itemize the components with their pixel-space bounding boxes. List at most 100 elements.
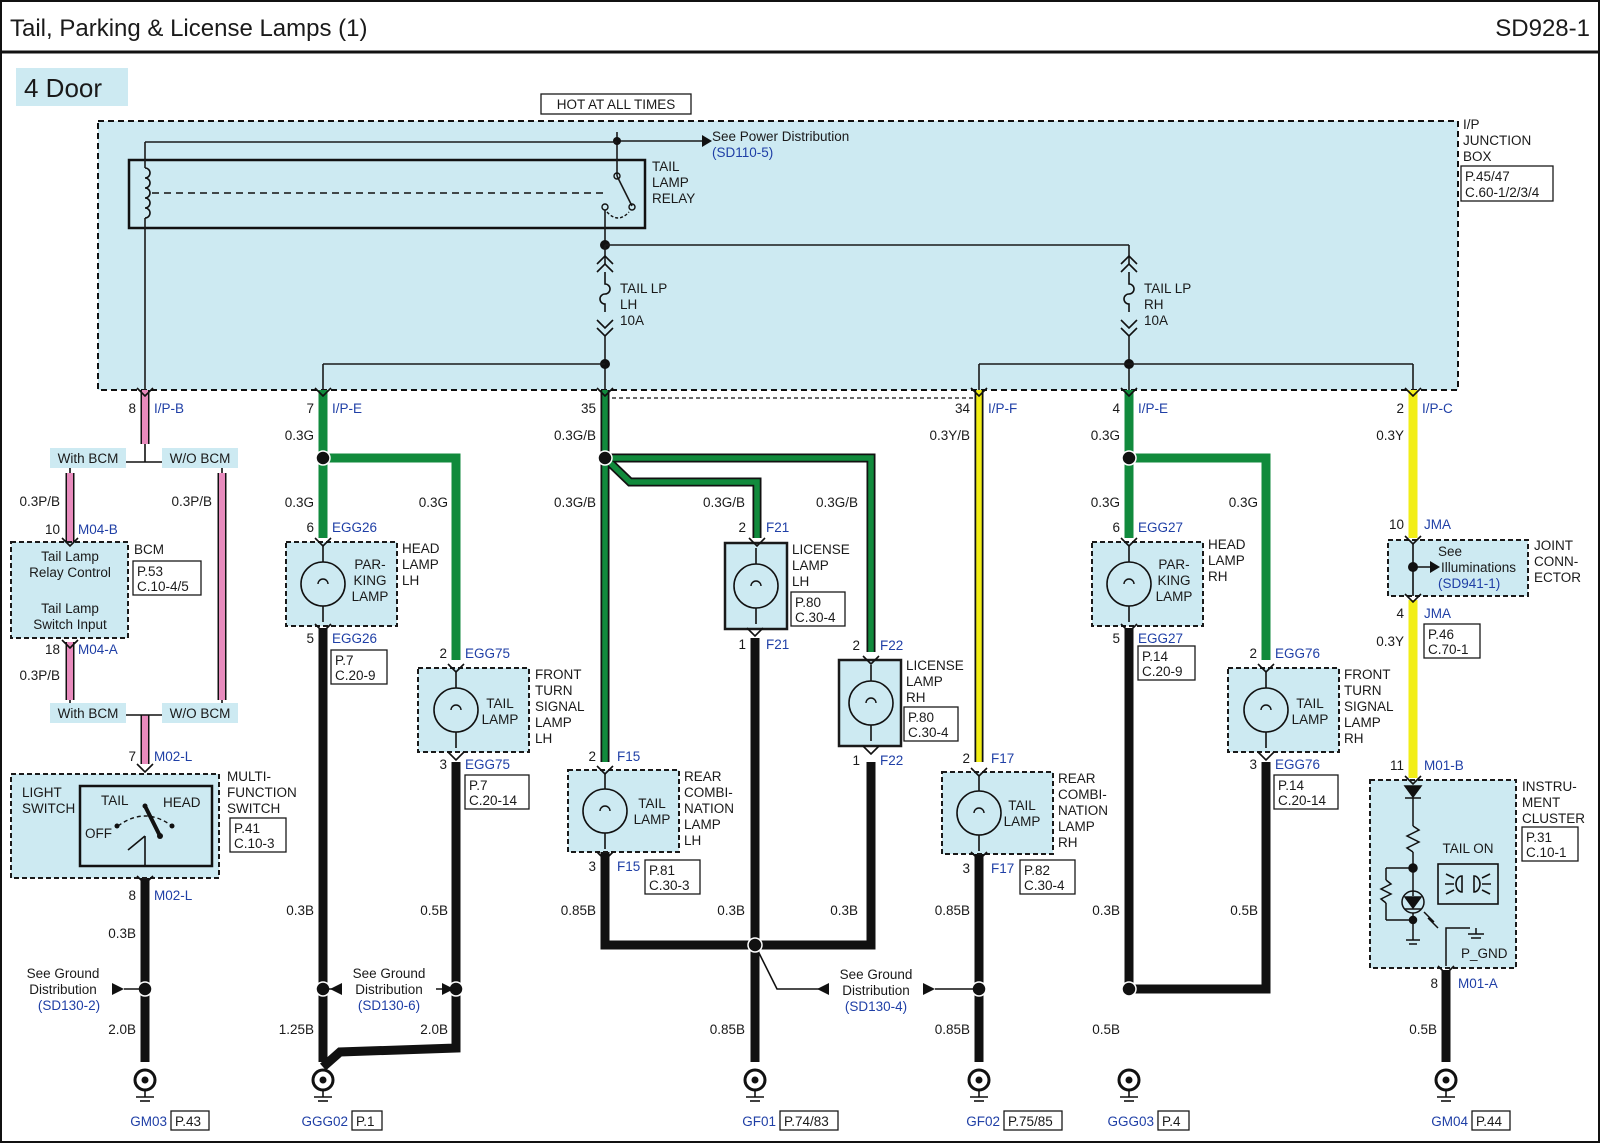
lamp-pin-num: 3: [439, 757, 447, 772]
lamp-label: TAIL: [486, 696, 514, 711]
fuse-lh-label-2: LH: [620, 297, 637, 312]
junction-box-name-3: BOX: [1463, 149, 1492, 164]
wire-label: 0.5B: [1409, 1022, 1437, 1037]
lamp-label: TAIL: [1008, 798, 1036, 813]
tail-on-icon-frame: [1437, 863, 1499, 905]
lamp-label: LAMP: [352, 589, 389, 604]
switch-pin-bottom-conn: M02-L: [154, 888, 193, 903]
lamp-ref: C.20-9: [1142, 664, 1183, 679]
joint-name-1: JOINT: [1534, 538, 1573, 553]
joint-text-1: See: [1438, 544, 1462, 559]
bulb-icon: [956, 775, 1002, 851]
pin-jb-b-num: 8: [128, 401, 136, 416]
lamp-name: LH: [402, 573, 419, 588]
bcm-pin-top-conn: M04-B: [78, 522, 118, 537]
bcm-pin-top-num: 10: [45, 522, 60, 537]
bcm-name: BCM: [134, 542, 164, 557]
bcm-relay-control-2: Relay Control: [29, 565, 111, 580]
fuse-rh-label-2: RH: [1144, 297, 1164, 312]
lamp-ref-box: [330, 649, 388, 685]
wire-label: 0.3P/B: [19, 668, 60, 683]
ground-page: P.4: [1162, 1114, 1181, 1129]
lamp-pin-num: 6: [1112, 520, 1120, 535]
wire-label: 0.5B: [1092, 1022, 1120, 1037]
lamp-pin-conn: EGG26: [332, 631, 377, 646]
lamp-ref-box: [903, 706, 959, 742]
lamp-pin-num: 3: [1249, 757, 1257, 772]
lamp-pin-num: 2: [439, 646, 447, 661]
wire-label: 2.0B: [108, 1022, 136, 1037]
lamp-pin-conn: F21: [766, 637, 789, 652]
lamp-pin-num: 3: [962, 861, 970, 876]
variant-badge: [16, 68, 128, 106]
cluster-pin-bottom-conn: M01-A: [1458, 976, 1498, 991]
cluster-name-2: MENT: [1522, 795, 1560, 810]
lamp-ref-box: [1273, 774, 1339, 810]
lamp-name: REAR: [684, 769, 722, 784]
bulb-icon: [300, 546, 346, 622]
front-turn-lamp-lh: [417, 667, 530, 753]
bcm-switch-input-2: Switch Input: [33, 617, 107, 632]
lamp-label: TAIL: [1296, 696, 1324, 711]
lamp-name: LICENSE: [792, 542, 850, 557]
bcm-ref-2: C.10-4/5: [137, 579, 189, 594]
lamp-ref: C.20-14: [469, 793, 518, 808]
lamp-name: FRONT: [1344, 667, 1391, 682]
ground-ref-label: Distribution: [355, 982, 423, 997]
lamp-name: LAMP: [684, 817, 721, 832]
bulb-icon: [733, 548, 779, 624]
lamp-name: LICENSE: [906, 658, 964, 673]
wire-label: 0.3G/B: [703, 495, 745, 510]
ground-page: P.1: [356, 1114, 375, 1129]
power-distribution-label: See Power Distribution: [712, 129, 849, 144]
cluster-pin-top-conn: M01-B: [1424, 758, 1464, 773]
lamp-pin-conn: F17: [991, 861, 1014, 876]
joint-name-2: CONN-: [1534, 554, 1578, 569]
joint-page-ref-2: C.70-1: [1428, 642, 1469, 657]
wire-label: 0.85B: [935, 903, 970, 918]
pin-jb-e2-num: 4: [1112, 401, 1120, 416]
ground-page-box: [1471, 1110, 1511, 1131]
wire-label: 0.3G/B: [554, 495, 596, 510]
joint-pin-top-num: 10: [1389, 517, 1404, 532]
switch-pos-tail: TAIL: [101, 793, 129, 808]
ground-page-box: [351, 1110, 383, 1131]
rear-combination-lamp-lh: [567, 769, 680, 853]
lamp-name: RH: [906, 690, 926, 705]
switch-name-3: SWITCH: [227, 801, 280, 816]
wire-label: 0.3P/B: [19, 494, 60, 509]
ground-icon: [133, 1068, 157, 1102]
lamp-label: PAR-: [1158, 557, 1189, 572]
switch-pin-top-num: 7: [128, 749, 136, 764]
lamp-name: LAMP: [792, 558, 829, 573]
lamp-pin-conn: EGG27: [1138, 631, 1183, 646]
bcm-ref-1: P.53: [137, 564, 163, 579]
junction-box-name-1: I/P: [1463, 117, 1480, 132]
ground-page: P.75/85: [1008, 1114, 1053, 1129]
lamp-label: TAIL: [638, 796, 666, 811]
wo-bcm-badge-top: [162, 448, 238, 468]
pin-jb-35-num: 35: [581, 401, 596, 416]
wo-bcm-label-bottom: W/O BCM: [170, 706, 231, 721]
lamp-name: NATION: [1058, 803, 1108, 818]
bcm-ref-box: [132, 560, 202, 596]
lamp-label: KING: [1157, 573, 1190, 588]
pink-wires: [65, 390, 227, 764]
ground-ref-link: (SD130-6): [358, 998, 420, 1013]
ground-page: P.43: [175, 1114, 201, 1129]
lamp-name: SIGNAL: [535, 699, 585, 714]
junction-box-ref-1: P.45/47: [1465, 169, 1510, 184]
wire-label: 0.85B: [710, 1022, 745, 1037]
wire-label: 0.3Y: [1376, 634, 1404, 649]
wire-label: 0.3G: [285, 495, 314, 510]
ground-page-box: [170, 1110, 210, 1131]
lamp-pin-conn: EGG75: [465, 646, 510, 661]
wire-label: 0.3G/B: [554, 428, 596, 443]
wire-label: 0.5B: [420, 903, 448, 918]
wire-label: 0.3Y/B: [929, 428, 970, 443]
joint-ref: (SD941-1): [1438, 576, 1500, 591]
ground-name: GGG02: [301, 1114, 348, 1129]
lamp-pin-num: 6: [306, 520, 314, 535]
